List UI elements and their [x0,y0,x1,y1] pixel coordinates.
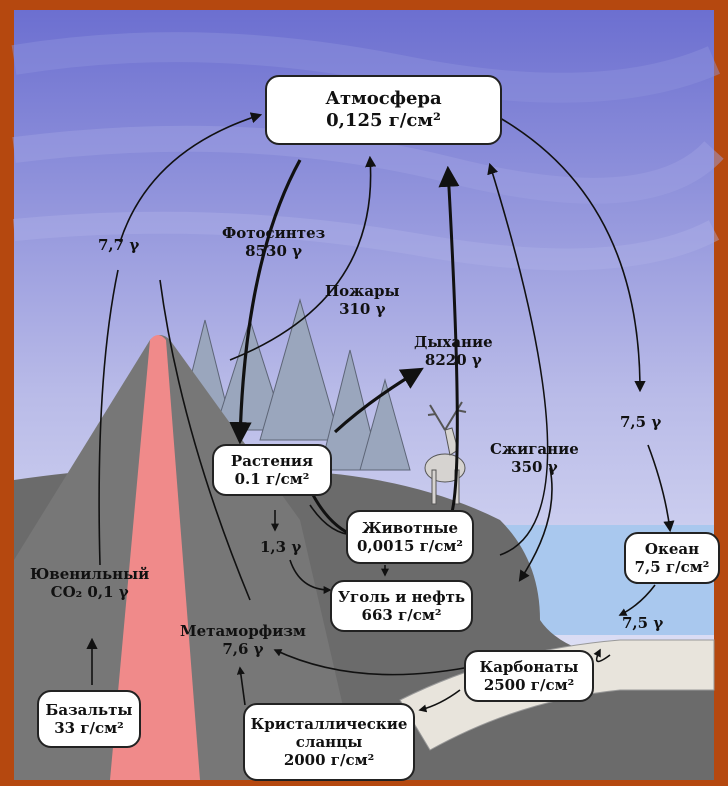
forest [179,298,411,471]
volcanic-flow-label: 7,7 γ [98,236,140,254]
coal-oil-value: 663 г/см² [361,606,442,624]
flow-arrows [86,112,675,713]
ocean-name: Океан [644,540,700,558]
coal-oil-name: Уголь и нефть [337,588,466,606]
carbonates-value: 2500 г/см² [483,676,575,694]
metamorphism-name: Метаморфизм [180,622,306,640]
fires-value: 310 γ [339,300,386,318]
carbonates-name: Карбонаты [479,658,579,676]
atmosphere-name: Атмосфера [325,88,442,110]
animals-name: Животные [361,519,459,537]
plants-value: 0.1 г/см² [234,470,310,488]
plants-box: Растения 0.1 г/см² [212,444,332,496]
basalts-name: Базальты [45,701,133,719]
ocean-to-carbonates-label: 7,5 γ [622,614,664,632]
juvenile-label: Ювенильный CO₂ 0,1 γ [30,565,149,601]
ocean-value: 7,5 г/см² [634,558,710,576]
atmosphere-value: 0,125 г/см² [326,110,441,131]
juvenile-name: Ювенильный [30,565,150,583]
shales-line2: сланцы [295,733,363,751]
plants-name: Растения [230,452,314,470]
animals-box: Животные 0,0015 г/см² [346,510,474,564]
combustion-value: 350 γ [511,458,558,476]
metamorphism-label: Метаморфизм 7,6 γ [180,622,306,658]
atmosphere-box: Атмосфера 0,125 г/см² [265,75,502,145]
photosynthesis-value: 8530 γ [245,242,303,260]
fires-label: Пожары 310 γ [325,282,400,318]
crystalline-shales-box: Кристаллические сланцы 2000 г/см² [243,703,415,781]
juvenile-value: CO₂ 0,1 γ [50,583,129,601]
combustion-name: Сжигание [490,440,579,458]
metamorphism-value: 7,6 γ [222,640,264,658]
basalts-value: 33 г/см² [54,719,124,737]
ocean-box: Океан 7,5 г/см² [624,532,720,584]
coal-oil-box: Уголь и нефть 663 г/см² [330,580,473,632]
basalts-box: Базальты 33 г/см² [37,690,141,748]
plants-to-coal-label: 1,3 γ [260,538,302,556]
respiration-name: Дыхание [414,333,493,351]
photosynthesis-name: Фотосинтез [222,224,326,242]
fires-name: Пожары [325,282,400,300]
respiration-value: 8220 γ [424,351,482,369]
shales-line1: Кристаллические [250,715,408,733]
to-ocean-flow-label: 7,5 γ [620,413,662,431]
major-flow-arrows [229,159,424,445]
respiration-label: Дыхание 8220 γ [414,333,493,369]
carbonates-box: Карбонаты 2500 г/см² [464,650,594,702]
photosynthesis-label: Фотосинтез 8530 γ [222,224,325,260]
lava-conduit [110,335,200,780]
animals-value: 0,0015 г/см² [356,537,464,555]
shales-value: 2000 г/см² [283,751,375,769]
combustion-label: Сжигание 350 γ [490,440,579,476]
